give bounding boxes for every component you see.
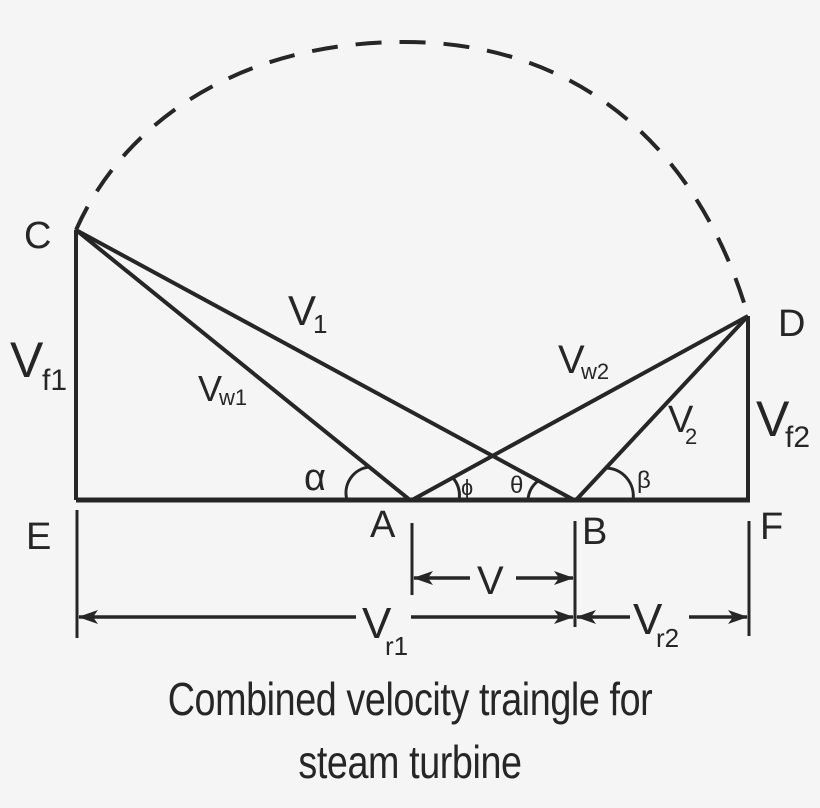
label-vr1: V r1 [362, 599, 408, 661]
angle-phi-arc [451, 477, 461, 501]
label-vf1: V f1 [10, 332, 67, 397]
point-label-d: D [778, 303, 805, 345]
svg-text:V: V [288, 287, 316, 334]
svg-text:r1: r1 [385, 631, 408, 661]
svg-text:f2: f2 [785, 421, 810, 454]
svg-text:w1: w1 [218, 385, 247, 410]
svg-text:r2: r2 [656, 623, 679, 653]
point-label-b: B [582, 511, 607, 553]
svg-text:V: V [756, 391, 790, 447]
angle-theta-arc [526, 479, 539, 501]
line-v2 [574, 314, 750, 502]
label-vw1: V w1 [198, 368, 247, 410]
caption-line-1: Combined velocity traingle for [167, 673, 653, 725]
caption-line-2: steam turbine [298, 736, 522, 788]
svg-text:V: V [198, 368, 222, 409]
svg-text:V: V [633, 595, 663, 644]
label-v-blade: V [477, 559, 504, 603]
svg-text:1: 1 [313, 309, 327, 339]
angle-beta-arc [605, 466, 635, 501]
angle-label-alpha: α [304, 457, 326, 499]
point-label-e: E [26, 516, 51, 558]
angle-label-beta: β [637, 467, 651, 494]
line-vw2 [411, 314, 749, 502]
point-label-a: A [370, 504, 396, 546]
label-v1: V 1 [288, 287, 327, 339]
angle-alpha-arc [344, 465, 370, 501]
point-label-f: F [760, 506, 783, 548]
dashed-arc [74, 39, 750, 317]
angle-label-phi: ɸ [461, 475, 473, 500]
svg-text:V: V [10, 332, 44, 388]
line-vw1 [74, 228, 412, 502]
svg-text:w2: w2 [580, 359, 609, 384]
angle-label-theta: θ [510, 472, 523, 499]
point-label-c: C [24, 215, 51, 257]
label-vf2: V f2 [756, 391, 810, 454]
label-v2: V 2 [668, 399, 697, 449]
svg-text:V: V [477, 559, 504, 603]
label-vr2: V r2 [633, 595, 679, 653]
svg-text:f1: f1 [42, 364, 67, 397]
label-vw2: V w2 [558, 338, 609, 384]
svg-text:V: V [668, 399, 694, 441]
svg-text:2: 2 [685, 424, 697, 449]
svg-text:V: V [362, 599, 392, 648]
svg-text:V: V [558, 338, 585, 382]
